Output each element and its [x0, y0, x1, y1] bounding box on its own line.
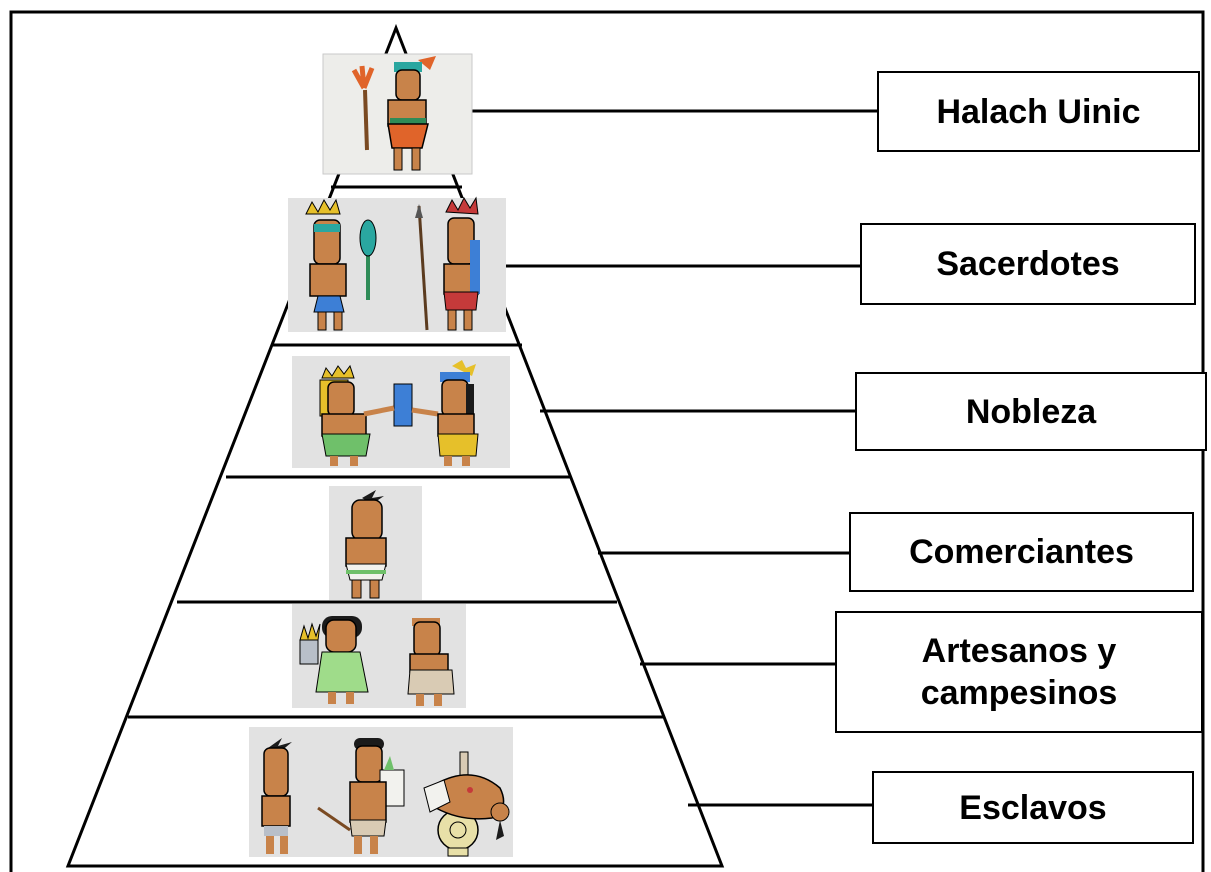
label-halach-uinic-text: Halach Uinic — [936, 92, 1141, 131]
label-comerciantes-text: Comerciantes — [909, 533, 1134, 571]
illustration-artesanos-campesinos — [292, 604, 466, 708]
label-nobleza: Nobleza — [855, 372, 1207, 451]
label-halach-uinic: Halach Uinic — [877, 71, 1200, 152]
label-sacerdotes-text: Sacerdotes — [936, 245, 1120, 283]
label-nobleza-text: Nobleza — [965, 392, 1097, 431]
illustration-halach-uinic — [322, 53, 473, 175]
label-esclavos-text: Esclavos — [959, 788, 1107, 827]
illustration-comerciantes — [329, 486, 422, 600]
label-artesanos-campesinos: Artesanos y campesinos — [835, 611, 1203, 733]
illustration-nobleza — [292, 356, 510, 468]
label-sacerdotes: Sacerdotes — [860, 223, 1196, 305]
label-esclavos: Esclavos — [872, 771, 1194, 844]
illustration-esclavos — [249, 727, 513, 857]
label-artesanos-campesinos-text: Artesanos y campesinos — [920, 632, 1118, 712]
illustration-sacerdotes — [288, 196, 506, 332]
label-comerciantes: Comerciantes — [849, 512, 1194, 592]
